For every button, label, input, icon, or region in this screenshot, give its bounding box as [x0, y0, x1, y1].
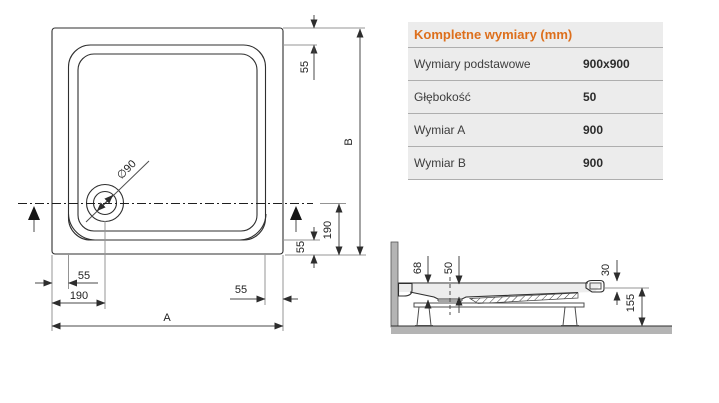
extension-lines: [51, 27, 366, 331]
row-label: Wymiary podstawowe: [414, 57, 531, 71]
dim-label-55-bottom-right: 55: [235, 284, 247, 296]
floor: [391, 326, 672, 334]
row-label: Wymiar A: [414, 123, 466, 137]
section-arrow-left: [28, 206, 40, 220]
dim-label-50: 50: [443, 262, 455, 274]
tray-right-rim: [585, 279, 605, 293]
support-panel: [413, 302, 585, 308]
drain-diameter-label: ∅90: [115, 158, 139, 182]
table-row: Wymiary podstawowe 900x900: [408, 47, 663, 80]
leg-left: [416, 306, 432, 326]
corner-arc-left: [67, 213, 96, 241]
dim-label-b: B: [343, 138, 355, 145]
dimensions-table: Kompletne wymiary (mm) Wymiary podstawow…: [408, 22, 663, 180]
table-bottom-border: [408, 179, 663, 180]
row-value: 900: [583, 156, 604, 170]
tray-bottom-hatch: [468, 292, 579, 304]
drain-leader-line: [85, 160, 150, 223]
dim-label-155: 155: [625, 294, 637, 312]
dim-label-55-top-right: 55: [299, 61, 311, 73]
wall: [390, 241, 399, 328]
plan-view-drawing: ∅90 55: [18, 15, 366, 331]
table-row: Wymiar B 900: [408, 146, 663, 179]
dim-label-190-bottom: 190: [70, 290, 88, 302]
row-label: Głębokość: [414, 90, 471, 104]
dim-label-a: A: [163, 312, 171, 324]
row-value: 900x900: [583, 57, 630, 71]
corner-arc-right: [239, 213, 267, 241]
tray-right-rim-detail: [589, 282, 602, 290]
row-value: 900: [583, 123, 604, 137]
tray-left-rim: [397, 282, 413, 297]
tray-rim-outline: [67, 44, 267, 241]
tray-outer-outline: [51, 27, 284, 255]
dim-label-55-bottom-left: 55: [78, 270, 90, 282]
dim-label-30: 30: [600, 264, 612, 276]
leg-right: [562, 306, 578, 326]
dim-label-55-right: 55: [295, 241, 307, 253]
dim-label-190-right: 190: [322, 221, 334, 239]
section-view-drawing: 68 50 30 155: [390, 241, 672, 334]
table-row: Wymiar A 900: [408, 113, 663, 146]
table-row: Głębokość 50: [408, 80, 663, 113]
row-label: Wymiar B: [414, 156, 466, 170]
table-title: Kompletne wymiary (mm): [414, 27, 573, 42]
row-value: 50: [583, 90, 597, 104]
dim-label-68: 68: [412, 262, 424, 274]
tray-basin-outline: [77, 53, 258, 232]
section-arrow-right: [290, 206, 302, 220]
